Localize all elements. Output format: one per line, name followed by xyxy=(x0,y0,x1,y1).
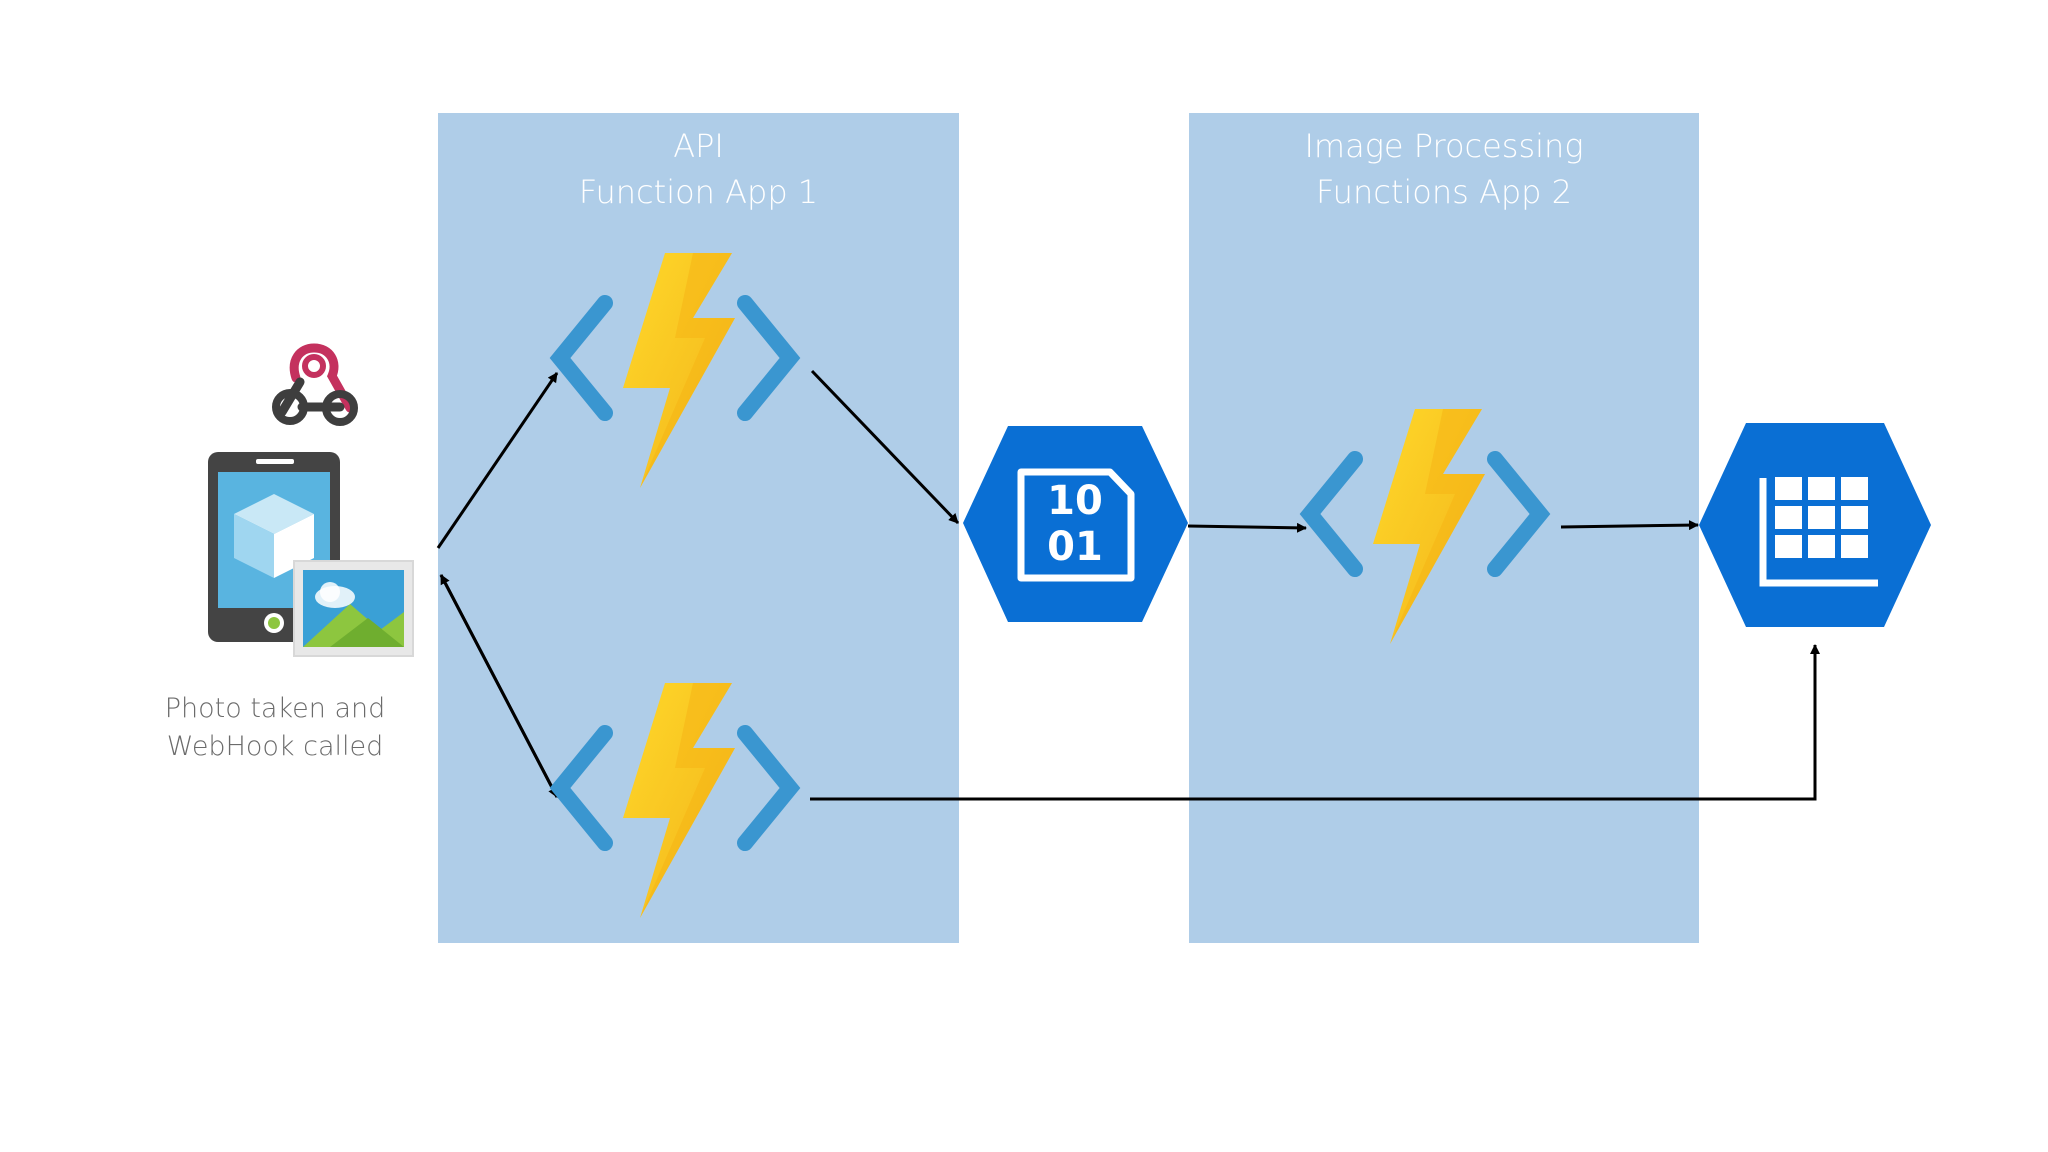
arrow-api-bottom-to-table xyxy=(810,644,1820,801)
arrow-client-to-api-top xyxy=(436,372,559,549)
api-function-top-icon xyxy=(560,253,790,488)
client-caption-line2: WebHook called xyxy=(166,731,384,762)
arrow-api-top-to-blob xyxy=(810,369,960,525)
blob-label-line2: 01 xyxy=(1047,524,1103,570)
arrow-image-function-to-table xyxy=(1560,520,1699,531)
photo-icon xyxy=(293,560,414,657)
arrow-blob-to-image-function xyxy=(1187,522,1307,533)
client-caption: Photo taken and WebHook called xyxy=(140,690,410,766)
image-panel-title-line1: Image Processing xyxy=(1304,127,1584,165)
image-processing-panel: Image Processing Functions App 2 xyxy=(1189,113,1699,943)
image-function-icon xyxy=(1310,409,1540,644)
arrow-client-to-api-bottom xyxy=(439,574,559,798)
api-function-bottom-icon xyxy=(560,683,790,918)
api-panel-title: API Function App 1 xyxy=(438,123,959,215)
api-panel-title-line1: API xyxy=(673,127,724,165)
blob-storage-label: 10 01 xyxy=(1031,478,1119,570)
image-panel-title-line2: Functions App 2 xyxy=(1316,173,1572,211)
connectors xyxy=(436,369,1820,801)
image-processing-panel-title: Image Processing Functions App 2 xyxy=(1189,123,1699,215)
webhook-icon xyxy=(272,343,358,426)
client-caption-line1: Photo taken and xyxy=(164,693,386,724)
table-storage-icon xyxy=(1699,423,1931,627)
api-panel-title-line2: Function App 1 xyxy=(578,173,819,211)
blob-storage-icon xyxy=(963,426,1188,622)
blob-label-line1: 10 xyxy=(1047,478,1103,524)
